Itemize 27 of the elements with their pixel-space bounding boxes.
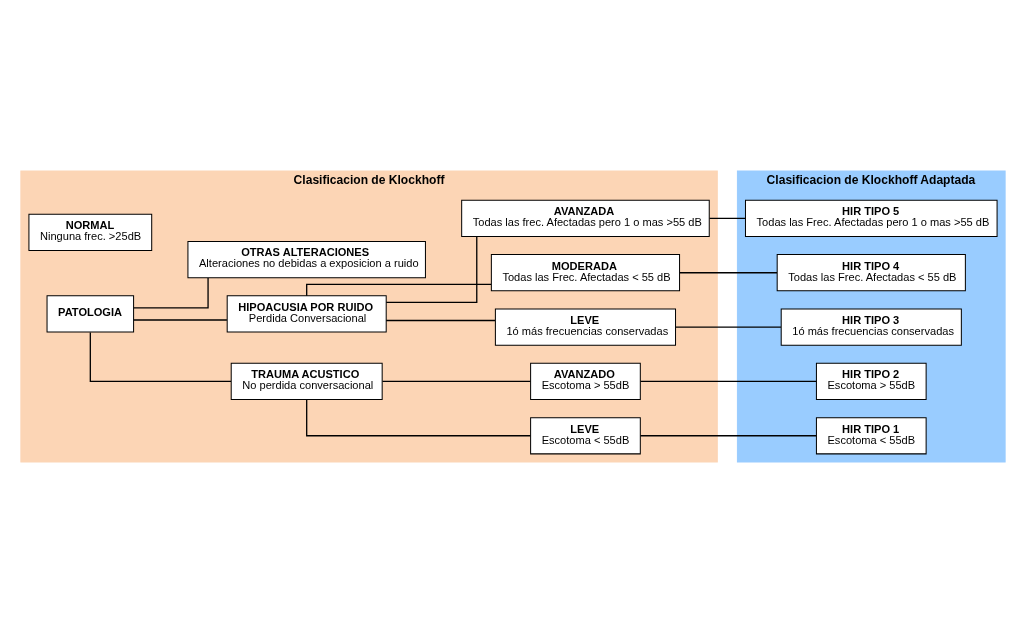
node-box: HIR TIPO 1 Escotoma < 55dB (815, 416, 927, 454)
node-box: HIR TIPO 3 1ó más frecuencias conservadas (780, 307, 962, 346)
node-box: HIR TIPO 4 Todas las Frec. Afectadas < 55 dB (776, 253, 966, 291)
node-box: OTRAS ALTERACIONES Alteraciones no debidas a exposicion a ruido (187, 240, 426, 278)
node-box: TRAUMA ACUSTICO No perdida conversacional (230, 362, 383, 400)
connector (133, 318, 228, 321)
connector (133, 276, 209, 309)
node-box: LEVE Escotoma < 55dB (530, 416, 641, 454)
connector (381, 380, 532, 382)
node-box: MODERADA Todas las Frec. Afectadas < 55 dB (490, 253, 681, 291)
connector (639, 380, 817, 382)
connector (675, 325, 782, 328)
connector (89, 331, 232, 382)
connector (639, 434, 817, 436)
node-box: AVANZADA Todas las frec. Afectadas pero 1 o mas >55 dB (461, 199, 710, 237)
node-box: AVANZADO Escotoma > 55dB (530, 362, 641, 400)
node-box: NORMAL Ninguna frec. >25dB (28, 213, 153, 251)
connector (708, 217, 747, 219)
connector (679, 271, 778, 273)
node-box: HIR TIPO 2 Escotoma > 55dB (815, 362, 927, 400)
node-box: HIR TIPO 5 Todas las Frec. Afectadas pero 1 o mas >55 dB (744, 199, 998, 237)
connector (385, 319, 496, 321)
node-box: HIPOACUSIA POR RUIDO Perdida Conversacional (226, 294, 387, 333)
node-box: PATOLOGIA (46, 294, 135, 333)
connector (385, 235, 478, 303)
connector (306, 398, 532, 436)
node-box: LEVE 1ó más frecuencias conservadas (494, 307, 677, 346)
